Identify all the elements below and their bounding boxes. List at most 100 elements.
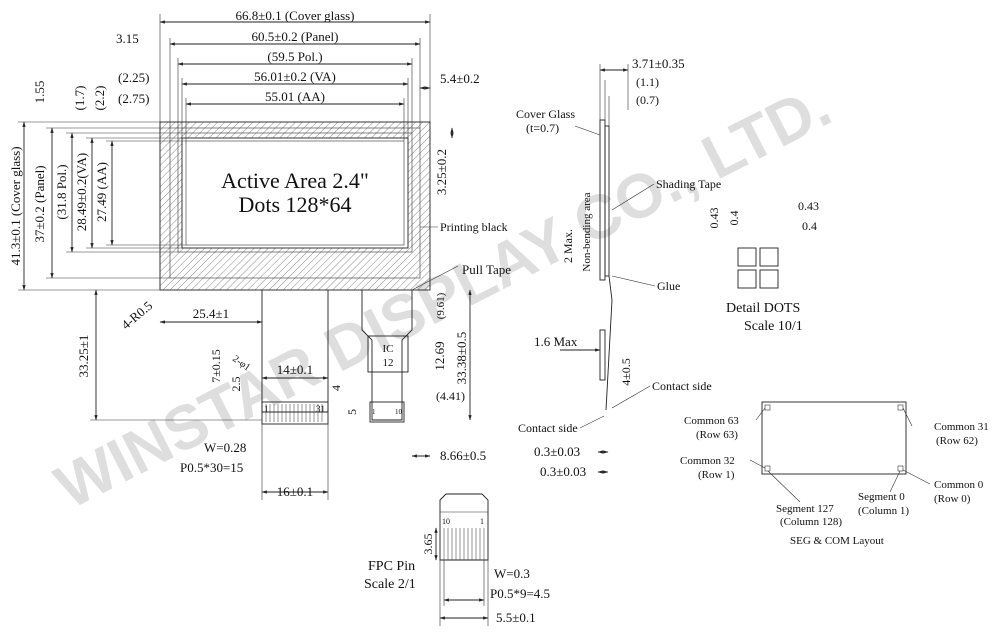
dim-5: 5 xyxy=(345,409,359,415)
dim-9-61: (9.61) xyxy=(435,292,447,319)
fpc-pin-detail: 10 1 FPC Pin Scale 2/1 3.65 W=0.3 P0.5*9… xyxy=(364,493,550,626)
pull-tape-fpc xyxy=(361,290,413,421)
dim-16: 16±0.1 xyxy=(277,484,313,499)
seg-com-title: SEG & COM Layout xyxy=(790,535,884,547)
detail-dots-title: Detail DOTS xyxy=(726,301,800,316)
dim-4-41: (4.41) xyxy=(436,389,465,403)
fpc-pin-1b-label: 1 xyxy=(372,408,376,416)
row-0: (Row 0) xyxy=(934,493,971,505)
dim-height-cover: 41.3±0.1 (Cover glass) xyxy=(8,146,23,265)
dim-height-aa: 27.49 (AA) xyxy=(94,162,109,222)
side-2-max: 2 Max. xyxy=(561,229,575,263)
fpc-pins xyxy=(265,404,323,422)
dot-0-4-h: 0.4 xyxy=(802,219,817,233)
dim-33-38: 33.38±0.5 xyxy=(454,332,469,385)
dots-label: Dots 128*64 xyxy=(238,192,351,217)
side-contact-left: Contact side xyxy=(518,421,578,435)
viewing-area xyxy=(181,137,409,249)
seg-com-frame xyxy=(761,401,907,475)
side-panel xyxy=(604,125,610,277)
fpc-pin-31-label: 31 xyxy=(316,404,325,414)
seg-com-layout: Common 63 (Row 63) Common 31 (Row 62) Co… xyxy=(680,401,989,547)
side-contact-right: Contact side xyxy=(652,379,712,393)
common-0: Common 0 xyxy=(934,479,984,491)
side-4-0-5: 4±0.5 xyxy=(619,358,633,386)
fpc-pin-scale: Scale 2/1 xyxy=(364,577,416,592)
side-glue: Glue xyxy=(657,279,680,293)
side-0-7: (0.7) xyxy=(636,93,659,107)
side-fpc-lower xyxy=(599,329,606,381)
common-32: Common 32 xyxy=(680,455,735,467)
dim-height-va: 28.49±0.2(VA) xyxy=(74,153,89,231)
segment-127: Segment 127 xyxy=(776,503,834,515)
printing-black-label: Printing black xyxy=(440,220,508,234)
side-0-3a: 0.3±0.03 xyxy=(534,444,580,459)
dim-left-2-75: (2.75) xyxy=(118,91,149,106)
fpc-pin-1-label: 1 xyxy=(264,404,269,414)
dim-fpc-right: 8.66±0.5 xyxy=(440,448,486,463)
side-0-3b: 0.3±0.03 xyxy=(540,464,586,479)
column-128: (Column 128) xyxy=(780,516,842,528)
side-shading-tape: Shading Tape xyxy=(656,177,721,191)
side-1-6-max: 1.6 Max xyxy=(534,334,578,349)
dim-top-2-2: (2.2) xyxy=(92,86,107,111)
common-31: Common 31 xyxy=(934,421,989,433)
dim-cover-glass-width: 66.8±0.1 (Cover glass) xyxy=(235,8,354,23)
dim-va-width: 56.01±0.2 (VA) xyxy=(254,69,336,84)
dim-right-3-25: 3.25±0.2 xyxy=(434,149,449,195)
side-cover-t: (t=0.7) xyxy=(526,121,559,135)
detail-dots: 0.43 0.4 0.43 0.4 Detail DOTS Scale 10/1 xyxy=(707,199,819,334)
dot-1 xyxy=(737,247,757,267)
dim-w-0-28: W=0.28 xyxy=(204,440,246,455)
fpc-pin-1: 1 xyxy=(480,517,484,526)
dim-radius: 4-R0.5 xyxy=(118,298,155,332)
dim-fpc-left: 25.4±1 xyxy=(193,306,229,321)
fpc-contact-area xyxy=(261,401,329,425)
dim-top-1-7: (1.7) xyxy=(72,86,87,111)
dot-0-43-v: 0.43 xyxy=(707,208,721,229)
dim-top-1-55: 1.55 xyxy=(32,81,47,104)
dim-aa-width: 55.01 (AA) xyxy=(265,89,325,104)
side-1-1: (1.1) xyxy=(636,75,659,89)
dim-pol-width: (59.5 Pol.) xyxy=(267,49,322,64)
active-area-outline xyxy=(185,140,405,246)
fpc-tail xyxy=(261,290,329,413)
dim-height-33-25: 33.25±1 xyxy=(76,335,91,378)
segment-0: Segment 0 xyxy=(858,491,905,503)
dot-0-4-v: 0.4 xyxy=(727,211,741,226)
fpc-pin-pitch: P0.5*9=4.5 xyxy=(490,586,550,601)
side-view: 3.71±0.35 (1.1) (0.7) Cover Glass (t=0.7… xyxy=(516,56,721,479)
dim-pitch-30: P0.5*30=15 xyxy=(180,460,243,475)
dim-14: 14±0.1 xyxy=(277,362,313,377)
common-63: Common 63 xyxy=(684,415,739,427)
fpc-pin-title: FPC Pin xyxy=(368,559,415,574)
dim-4: 4 xyxy=(329,385,343,391)
row-1: (Row 1) xyxy=(698,469,735,481)
detail-dots-scale: Scale 10/1 xyxy=(744,319,803,334)
dim-panel-width: 60.5±0.2 (Panel) xyxy=(252,29,339,44)
dim-right-5-4: 5.4±0.2 xyxy=(440,71,480,86)
ic-number: 12 xyxy=(383,357,394,369)
dot-0-43-h: 0.43 xyxy=(798,199,819,213)
dim-left-3-15: 3.15 xyxy=(116,31,139,46)
pull-tape-label: Pull Tape xyxy=(462,262,511,277)
dim-7-15: 7±0.15 xyxy=(209,349,223,383)
dim-height-pol: (31.8 Pol.) xyxy=(54,164,69,219)
fpc-pin-5-5: 5.5±0.1 xyxy=(496,610,536,625)
ic-chip xyxy=(367,335,409,373)
row-63: (Row 63) xyxy=(696,429,738,441)
fpc-contact-small xyxy=(369,401,405,423)
panel-outline xyxy=(169,127,421,279)
active-area-title: Active Area 2.4" xyxy=(221,168,369,193)
fpc-pin-3-65: 3.65 xyxy=(421,534,435,555)
fpc-pin-10: 10 xyxy=(442,517,450,526)
dot-3 xyxy=(737,269,757,289)
dim-12-69: 12.69 xyxy=(432,341,447,370)
dot-2 xyxy=(759,247,779,267)
side-non-bending: Non-bending area xyxy=(581,192,593,271)
front-view: Active Area 2.4" Dots 128*64 1 31 IC 12 … xyxy=(8,8,511,500)
column-1: (Column 1) xyxy=(858,505,909,517)
dot-4 xyxy=(759,269,779,289)
side-cover-glass-label: Cover Glass xyxy=(516,107,575,121)
